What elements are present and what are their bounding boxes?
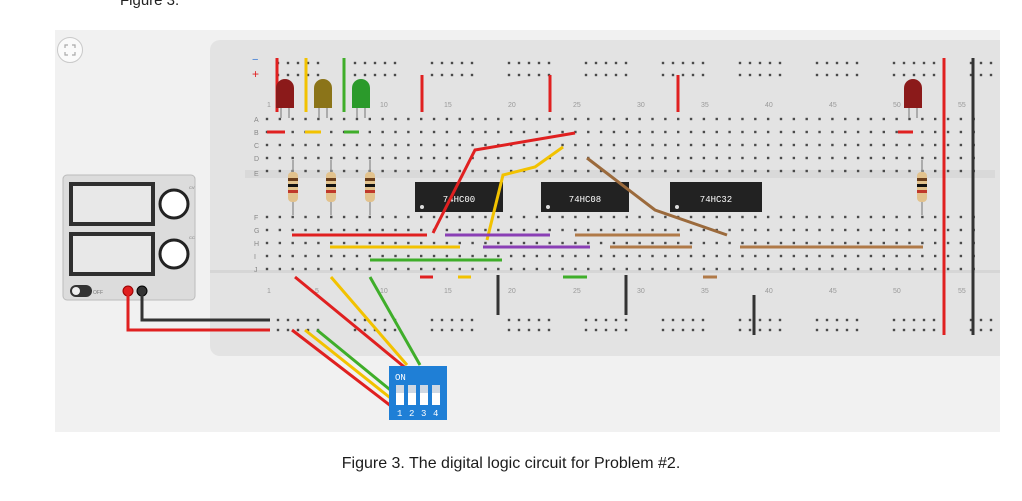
dip-num-3: 3 — [421, 409, 426, 419]
current-knob[interactable] — [158, 238, 190, 270]
dip-toggle-4[interactable] — [432, 385, 440, 405]
col-num-bot-55: 55 — [958, 288, 966, 295]
row-label-i: I — [254, 254, 256, 261]
row-label-b: B — [254, 130, 259, 137]
col-num-top-45: 45 — [829, 102, 837, 109]
simulator-canvas[interactable]: − + A B C D E F G H I J 1 5 10 15 20 25 … — [55, 30, 1000, 432]
col-num-bot-40: 40 — [765, 288, 773, 295]
wire-switch-yellow-1[interactable] — [304, 328, 404, 410]
row-label-h: H — [254, 241, 259, 248]
col-num-top-40: 40 — [765, 102, 773, 109]
row-label-j: J — [254, 267, 258, 274]
led-green[interactable] — [352, 79, 370, 118]
dip-num-2: 2 — [409, 409, 414, 419]
dip-toggle-3[interactable] — [420, 385, 428, 405]
power-supply[interactable]: CV CC OFF — [62, 174, 196, 301]
col-num-top-10: 10 — [380, 102, 388, 109]
col-num-bot-50: 50 — [893, 288, 901, 295]
rail-minus-label: − — [252, 54, 258, 66]
col-num-top-20: 20 — [508, 102, 516, 109]
figure-top-label: Figure 3. — [120, 0, 180, 9]
zoom-fit-button[interactable] — [57, 37, 83, 63]
resistor-4[interactable] — [917, 160, 927, 215]
col-num-top-35: 35 — [701, 102, 709, 109]
chip-74hc00[interactable]: 74HC00 — [415, 182, 503, 212]
col-num-bot-20: 20 — [508, 288, 516, 295]
wire-brown-curve[interactable] — [586, 156, 728, 237]
voltage-knob[interactable] — [158, 188, 190, 220]
col-num-bot-10: 10 — [380, 288, 388, 295]
col-num-bot-30: 30 — [637, 288, 645, 295]
col-num-top-55: 55 — [958, 102, 966, 109]
row-label-g: G — [254, 228, 259, 235]
row-label-e: E — [254, 171, 259, 178]
dip-switch[interactable]: ON 1 2 3 4 — [389, 366, 447, 420]
wire-switch-red[interactable] — [291, 328, 401, 415]
col-num-bot-35: 35 — [701, 288, 709, 295]
col-num-bot-5: 5 — [315, 288, 319, 295]
dip-on-label: ON — [395, 373, 406, 383]
wire-yellow-curve[interactable] — [485, 145, 564, 241]
row-label-d: D — [254, 156, 259, 163]
led-olive[interactable] — [314, 79, 332, 118]
wire-switch-yellow-2[interactable] — [329, 276, 409, 366]
col-num-top-30: 30 — [637, 102, 645, 109]
figure-caption: Figure 3. The digital logic circuit for … — [341, 455, 681, 472]
rail-plus-label: + — [252, 67, 259, 81]
chip-label-74hc32: 74HC32 — [700, 195, 732, 205]
chip-74hc32[interactable]: 74HC32 — [670, 182, 762, 212]
circuit-diagram: − + A B C D E F G H I J 1 5 10 15 20 25 … — [62, 40, 1000, 420]
dip-num-1: 1 — [397, 409, 402, 419]
wire-power-red[interactable] — [126, 292, 270, 332]
wire-switch-green-2[interactable] — [368, 276, 422, 366]
col-num-top-50: 50 — [893, 102, 901, 109]
off-label: OFF — [93, 290, 103, 296]
col-num-top-15: 15 — [444, 102, 452, 109]
row-label-f: F — [254, 215, 258, 222]
dip-num-4: 4 — [433, 409, 438, 419]
wire-red-curve[interactable] — [431, 131, 576, 234]
center-channel — [245, 170, 995, 178]
col-num-bot-1: 1 — [267, 288, 271, 295]
chip-label-74hc00: 74HC00 — [443, 195, 475, 205]
resistor-1[interactable] — [288, 160, 298, 215]
resistor-2[interactable] — [326, 160, 336, 215]
led-red-right[interactable] — [904, 79, 922, 118]
led-red[interactable] — [276, 79, 294, 118]
resistor-3[interactable] — [365, 160, 375, 215]
col-num-bot-45: 45 — [829, 288, 837, 295]
row-label-c: C — [254, 143, 259, 150]
row-label-a: A — [254, 117, 259, 124]
col-num-bot-25: 25 — [573, 288, 581, 295]
fit-view-icon — [64, 44, 76, 56]
col-num-top-25: 25 — [573, 102, 581, 109]
dip-toggle-2[interactable] — [408, 385, 416, 405]
col-num-bot-15: 15 — [444, 288, 452, 295]
col-num-top-1: 1 — [267, 102, 271, 109]
dip-toggle-1[interactable] — [396, 385, 404, 405]
wire-power-black[interactable] — [140, 292, 270, 322]
chip-label-74hc08: 74HC08 — [569, 195, 601, 205]
chip-74hc08[interactable]: 74HC08 — [541, 182, 629, 212]
knob1-label: CV — [189, 185, 195, 190]
knob2-label: CC — [189, 235, 195, 240]
wire-switch-red-2[interactable] — [294, 275, 409, 372]
